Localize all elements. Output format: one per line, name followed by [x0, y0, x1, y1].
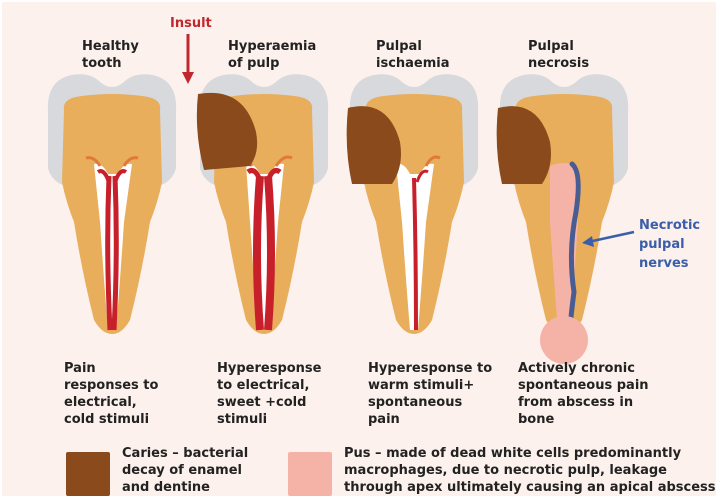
- pus-swatch: [288, 452, 332, 496]
- insult-label: Insult: [170, 16, 212, 31]
- insult-arrow: [182, 34, 194, 84]
- pus-term: Pus: [344, 446, 371, 461]
- tooth-ischaemia: [347, 74, 478, 334]
- stage-description-hyperaemia: Hyperesponse to electrical, sweet +cold …: [217, 360, 322, 428]
- stage-title-necrosis: Pulpal necrosis: [528, 38, 589, 72]
- caries-legend: Caries – bacterial decay of enamel and d…: [122, 445, 248, 496]
- stage-description-necrosis: Actively chronic spontaneous pain from a…: [518, 360, 649, 428]
- stage-title-healthy: Healthy tooth: [82, 38, 139, 72]
- tooth-necrosis: [497, 74, 628, 364]
- stage-description-ischaemia: Hyperesponse to warm stimuli+ spontaneou…: [368, 360, 492, 428]
- tooth-healthy: [48, 74, 176, 334]
- necrotic-nerves-label: Necrotic pulpal nerves: [639, 216, 700, 273]
- pus-description: – made of dead white cells predominantly…: [344, 446, 716, 495]
- caries-term: Caries: [122, 446, 168, 461]
- caries-swatch: [66, 452, 110, 496]
- stage-title-hyperaemia: Hyperaemia of pulp: [228, 38, 316, 72]
- stage-description-healthy: Pain responses to electrical, cold stimu…: [64, 360, 158, 428]
- pus-legend: Pus – made of dead white cells predomina…: [344, 445, 716, 496]
- stage-title-ischaemia: Pulpal ischaemia: [376, 38, 450, 72]
- tooth-hyperaemia: [197, 74, 328, 334]
